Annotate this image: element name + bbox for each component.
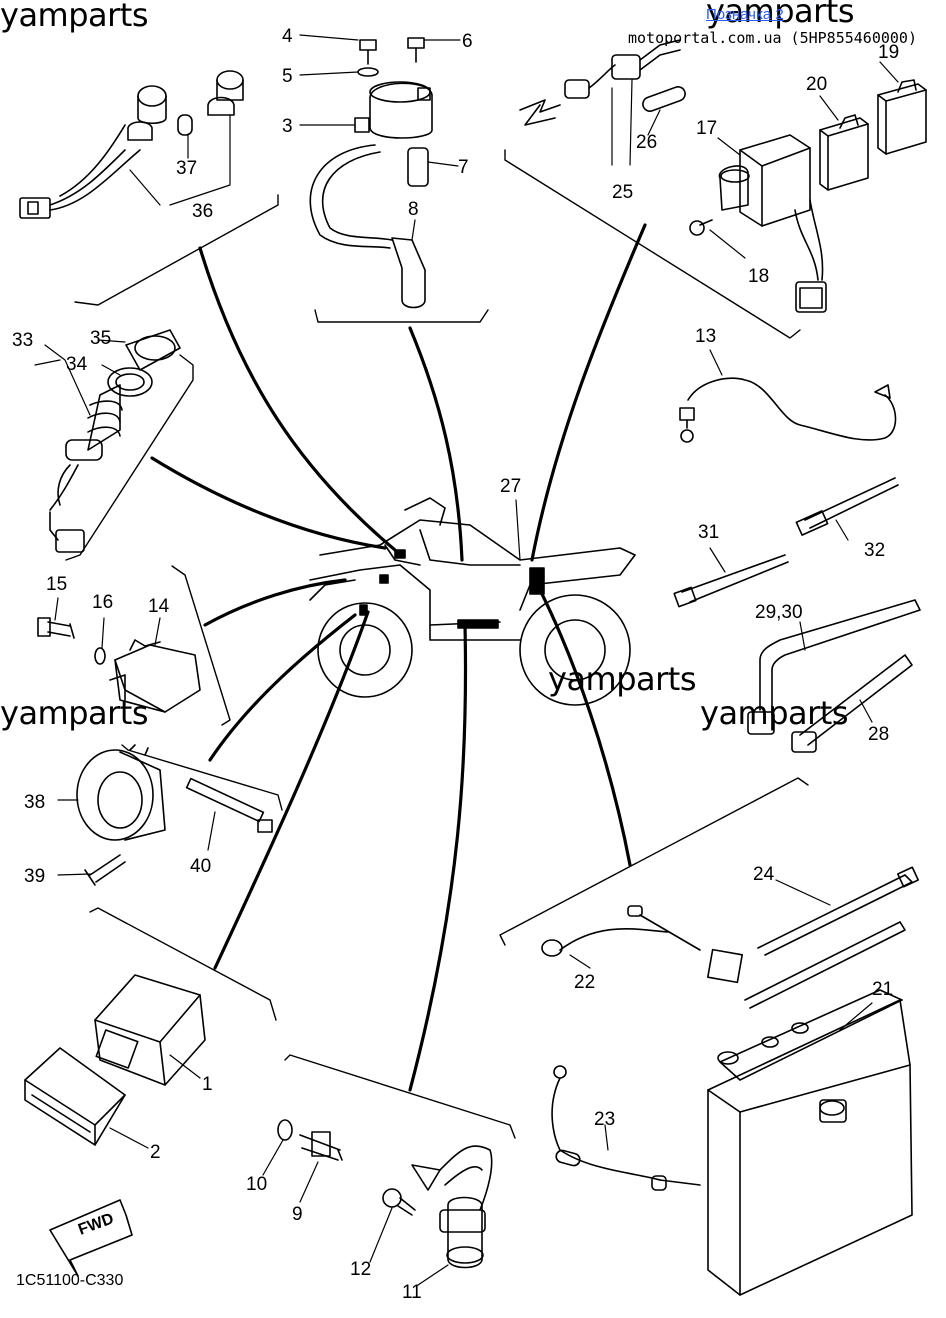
cdi-drawing [24, 974, 206, 1146]
plug-leads-drawing [519, 39, 686, 126]
callout-13: 13 [695, 326, 716, 347]
horn-drawing [76, 744, 273, 886]
callout-7: 7 [458, 157, 469, 178]
watermark-top-left: yamparts [0, 0, 149, 34]
callout-24: 24 [753, 864, 775, 885]
callout-15: 15 [46, 574, 67, 595]
harness-36-drawing [19, 70, 244, 219]
callout-22: 22 [574, 972, 595, 993]
callout-5: 5 [282, 66, 293, 87]
callout-29-30: 29,30 [755, 602, 803, 623]
leader-lines [34, 34, 899, 1286]
callout-39: 39 [24, 866, 45, 887]
callout-14: 14 [148, 596, 170, 617]
battery-drawing [541, 866, 920, 1296]
relays-19-20-drawing [819, 79, 927, 191]
fwd-arrow-drawing [49, 1199, 133, 1277]
atv-drawing [309, 497, 636, 706]
callout-numbers: 4 5 3 6 7 8 37 36 26 25 20 19 17 18 33 3… [12, 26, 899, 1303]
watermark-mid-left: yamparts [0, 694, 149, 732]
neutral-switch-drawing [277, 1119, 343, 1161]
cable-ties-drawing [673, 477, 921, 753]
watermark-top-right: yamparts [706, 0, 855, 30]
callout-4: 4 [282, 26, 293, 47]
callout-34: 34 [66, 354, 88, 375]
callout-33: 33 [12, 330, 33, 351]
callout-16: 16 [92, 592, 113, 613]
wire-13-drawing [679, 377, 897, 443]
callout-11: 11 [402, 1282, 422, 1303]
callout-37: 37 [176, 158, 197, 179]
starter-relay-drawing [689, 134, 827, 313]
callout-10: 10 [246, 1174, 267, 1195]
ignition-coil-drawing [309, 37, 433, 309]
callout-31: 31 [698, 522, 719, 543]
watermark-mid-right: yamparts [700, 694, 849, 732]
brake-switch-drawing [382, 1145, 493, 1269]
callout-23: 23 [594, 1109, 615, 1130]
main-switch-drawing [49, 329, 181, 553]
callout-1: 1 [202, 1074, 213, 1095]
site-reference: motoportal.com.ua (5HP855460000) [628, 29, 917, 47]
callout-2: 2 [150, 1142, 161, 1163]
callout-26: 26 [636, 132, 657, 153]
bookmark-link[interactable]: Позначка 2 [706, 6, 784, 23]
watermark-center: yamparts [548, 660, 697, 698]
callout-20: 20 [806, 74, 827, 95]
callout-25: 25 [612, 182, 633, 203]
callout-3: 3 [282, 116, 293, 137]
callout-18: 18 [748, 266, 769, 287]
callout-9: 9 [292, 1204, 303, 1225]
callout-21: 21 [872, 979, 893, 1000]
callout-40: 40 [190, 856, 211, 877]
callout-6: 6 [462, 31, 473, 52]
regulator-drawing [37, 617, 201, 713]
guide-curves [150, 223, 647, 1092]
callout-38: 38 [24, 792, 45, 813]
group-brackets [65, 149, 809, 1139]
callout-8: 8 [408, 199, 419, 220]
callout-35: 35 [90, 328, 111, 349]
callout-27: 27 [500, 476, 521, 497]
callout-19: 19 [878, 42, 899, 63]
callout-32: 32 [864, 540, 885, 561]
callout-36: 36 [192, 201, 213, 222]
diagram-code: 1C51100-C330 [16, 1272, 124, 1289]
callout-17: 17 [696, 118, 717, 139]
callout-12: 12 [350, 1259, 371, 1280]
callout-28: 28 [868, 724, 889, 745]
